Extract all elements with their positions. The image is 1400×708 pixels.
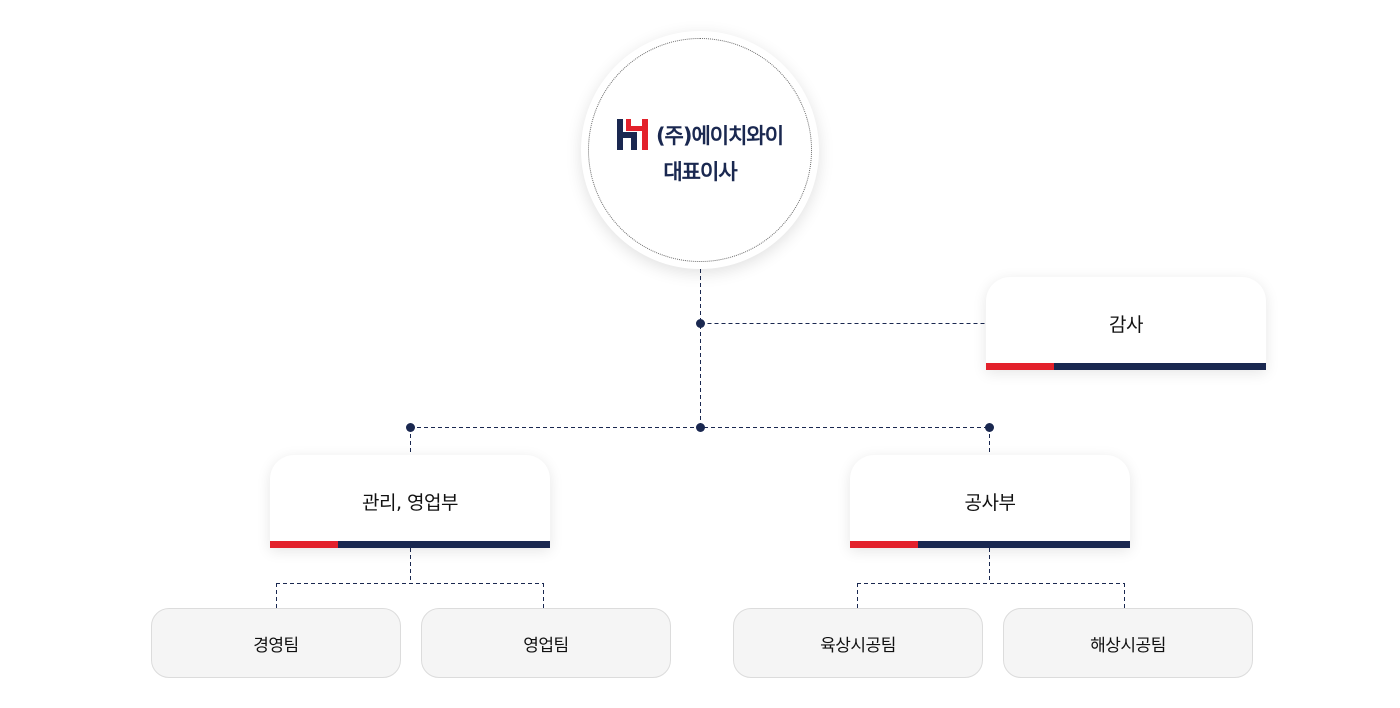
team-label: 해상시공팀 [1090, 636, 1166, 656]
company-name: (주)에이치와이 [655, 123, 784, 148]
junction-dot-audit [696, 319, 705, 328]
team-label: 영업팀 [523, 636, 569, 656]
team-box-onshore-construction: 육상시공팀 [733, 608, 983, 678]
department-color-bar [850, 541, 1130, 548]
department-label: 관리, 영업부 [362, 492, 458, 514]
ceo-node: (주)에이치와이 대표이사 [581, 31, 819, 269]
ceo-company-row: (주)에이치와이 [581, 119, 819, 150]
audit-card: 감사 [986, 277, 1266, 370]
audit-label: 감사 [1109, 314, 1143, 336]
audit-color-bar [986, 363, 1266, 370]
audit-color-bar-accent [986, 363, 1054, 370]
junction-dot-left [406, 423, 415, 432]
team-label: 육상시공팀 [820, 636, 896, 656]
hy-logo-icon [616, 119, 648, 150]
team-box-offshore-construction: 해상시공팀 [1003, 608, 1253, 678]
department-color-bar-accent [850, 541, 918, 548]
team-box-management: 경영팀 [151, 608, 401, 678]
department-card-admin-sales: 관리, 영업부 [270, 455, 550, 548]
department-card-construction: 공사부 [850, 455, 1130, 548]
team-label: 경영팀 [253, 636, 299, 656]
department-color-bar-accent [270, 541, 338, 548]
team-box-sales: 영업팀 [421, 608, 671, 678]
ceo-title: 대표이사 [663, 160, 737, 184]
junction-dot-right [985, 423, 994, 432]
ceo-dotted-ring [588, 38, 812, 262]
junction-dot-center [696, 423, 705, 432]
department-color-bar [270, 541, 550, 548]
department-label: 공사부 [964, 492, 1016, 514]
